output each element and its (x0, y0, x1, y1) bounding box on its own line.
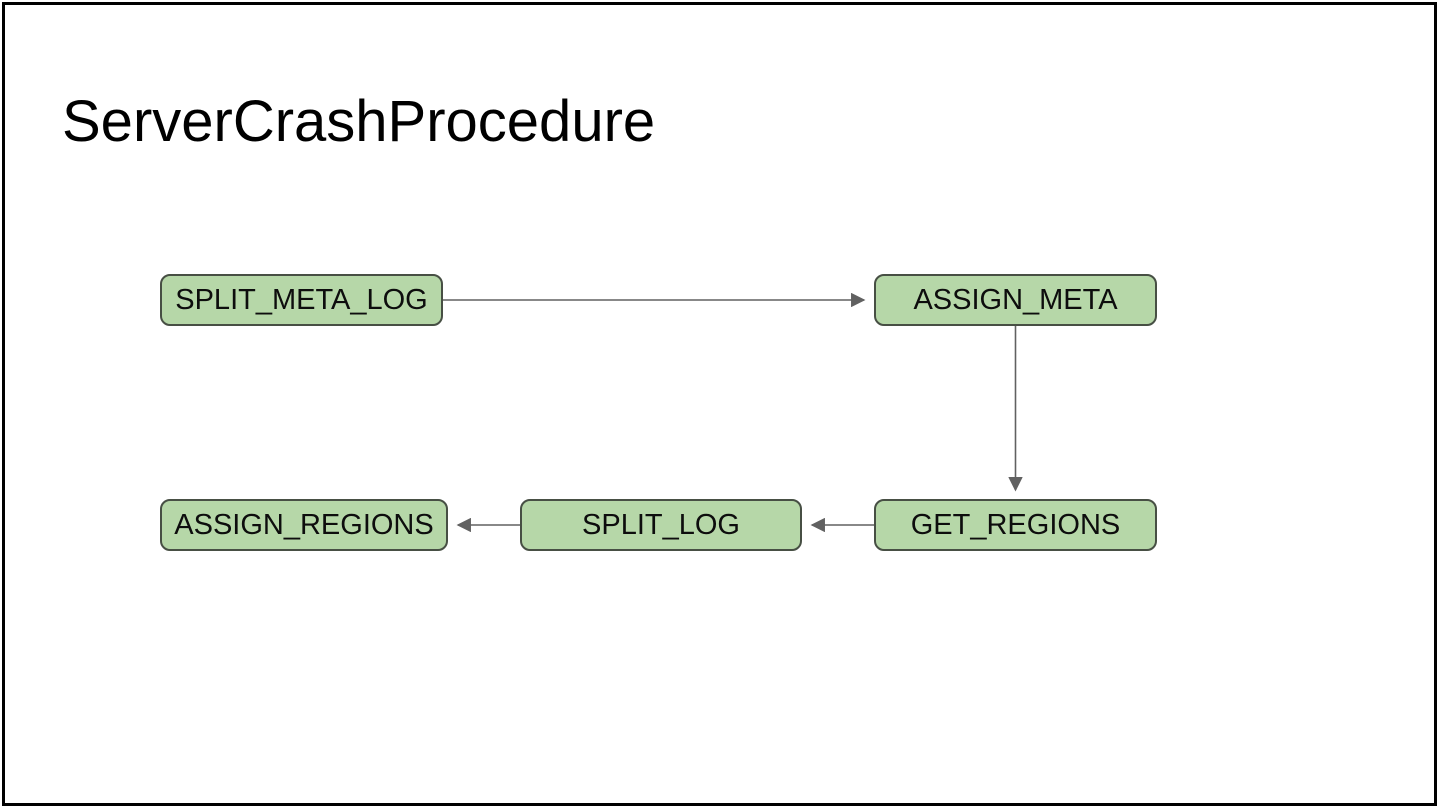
node-get-regions-label: GET_REGIONS (910, 508, 1121, 541)
node-split-meta-log-label: SPLIT_META_LOG (175, 283, 428, 316)
node-split-log: SPLIT_LOG (520, 499, 802, 551)
node-assign-regions: ASSIGN_REGIONS (160, 499, 448, 551)
node-assign-meta-label: ASSIGN_META (913, 283, 1118, 316)
node-assign-meta: ASSIGN_META (874, 274, 1157, 326)
node-get-regions: GET_REGIONS (874, 499, 1157, 551)
node-split-meta-log: SPLIT_META_LOG (160, 274, 443, 326)
diagram-title: ServerCrashProcedure (62, 89, 656, 154)
node-split-log-label: SPLIT_LOG (582, 508, 740, 541)
node-assign-regions-label: ASSIGN_REGIONS (174, 508, 434, 541)
